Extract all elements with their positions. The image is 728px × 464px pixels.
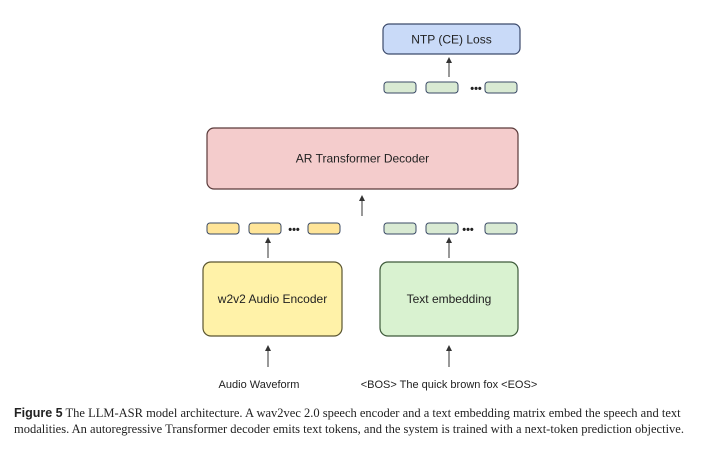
caption-text: The LLM-ASR model architecture. A wav2ve…: [14, 406, 684, 436]
figure-caption: Figure 5 The LLM-ASR model architecture.…: [14, 405, 714, 437]
text-token-row: •••: [383, 222, 518, 236]
audio-encoder-label: w2v2 Audio Encoder: [217, 292, 327, 306]
audio-waveform-label: Audio Waveform: [219, 379, 300, 391]
text-embedding-box: Text embedding: [379, 261, 519, 337]
output-token-row: •••: [383, 81, 518, 95]
w2v2-audio-encoder-box: w2v2 Audio Encoder: [202, 261, 343, 337]
text-input-label: <BOS> The quick brown fox <EOS>: [361, 379, 538, 391]
audio-token: [307, 222, 341, 235]
audio-token: [248, 222, 282, 235]
ntp-loss-label: NTP (CE) Loss: [411, 33, 491, 47]
ntp-loss-box: NTP (CE) Loss: [382, 23, 521, 55]
architecture-diagram: NTP (CE) Loss ••• AR Transformer Decoder…: [202, 23, 538, 391]
output-token: [425, 81, 459, 94]
text-token-ellipsis: •••: [462, 224, 474, 236]
audio-token-row: •••: [206, 222, 341, 236]
decoder-label: AR Transformer Decoder: [296, 152, 429, 166]
audio-token-ellipsis: •••: [288, 224, 300, 236]
figure-number: Figure 5: [14, 406, 63, 420]
text-token: [425, 222, 459, 235]
text-embedding-label: Text embedding: [407, 292, 492, 306]
output-token: [383, 81, 417, 94]
text-token: [484, 222, 518, 235]
audio-token: [206, 222, 240, 235]
output-token: [484, 81, 518, 94]
text-token: [383, 222, 417, 235]
ar-transformer-decoder-box: AR Transformer Decoder: [206, 127, 519, 190]
output-token-ellipsis: •••: [470, 83, 482, 95]
